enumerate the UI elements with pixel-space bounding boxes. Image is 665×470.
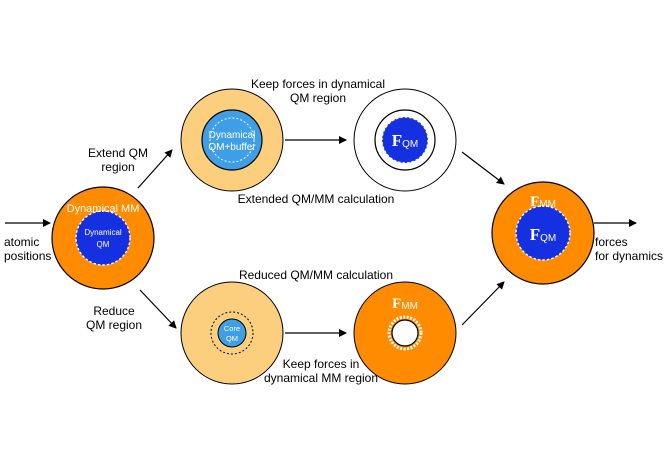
dynamical-mm-label: Dynamical MM xyxy=(67,203,140,215)
qm-forces-circle: FQM xyxy=(353,88,457,192)
qm-buffer-label-line2: QM+buffer xyxy=(208,142,256,153)
f-qm-top-label: FQM xyxy=(392,131,419,150)
dynamical-qm-label-line2: QM xyxy=(97,240,110,249)
reduce-arrow xyxy=(139,289,177,329)
core-qm-label-line1: Core xyxy=(224,324,240,333)
extend-qm-label-line1: Extend QM xyxy=(88,146,148,160)
keep-mm-forces-label-line1: Keep forces in xyxy=(283,357,360,371)
keep-qm-forces-label-line2: QM region xyxy=(290,91,346,105)
bottom-right-arrow xyxy=(461,281,505,326)
extended-calc-label: Extended QM/MM calculation xyxy=(238,192,395,206)
forces-label-line1: forces xyxy=(595,235,628,249)
extend-qm-label-line2: region xyxy=(101,160,134,174)
top-right-arrow xyxy=(461,151,505,185)
forces-label-line2: for dynamics xyxy=(595,249,663,263)
f-mm-bottom-label: FMM xyxy=(392,296,418,312)
keep-qm-forces-label-line1: Keep forces in dynamical xyxy=(251,77,385,91)
reduce-qm-label-line1: Reduce xyxy=(93,304,135,318)
extended-qm-circle: Dynamical QM+buffer xyxy=(180,88,284,192)
core-qm-label-line2: QM xyxy=(226,334,238,343)
atomic-label-line2: positions xyxy=(4,249,51,263)
qm-buffer-label-line1: Dynamical xyxy=(209,130,256,141)
extend-arrow xyxy=(137,149,173,189)
f-qm-result-label: FQM xyxy=(530,225,557,244)
reduce-qm-label-line2: QM region xyxy=(86,318,142,332)
f-mm-result-label: FMM xyxy=(530,194,556,210)
keep-mm-forces-label-line2: dynamical MM region xyxy=(264,371,378,385)
input-system-circle: Dynamical MM Dynamical QM xyxy=(51,186,155,290)
mm-forces-circle: FMM xyxy=(353,281,457,385)
combined-forces-circle: FMM FQM xyxy=(491,181,595,285)
reduced-calc-label: Reduced QM/MM calculation xyxy=(239,268,393,282)
dynamical-qm-label-line1: Dynamical xyxy=(84,228,122,237)
atomic-label-line1: atomic xyxy=(4,235,39,249)
reduced-qm-circle: Core QM xyxy=(180,281,284,385)
